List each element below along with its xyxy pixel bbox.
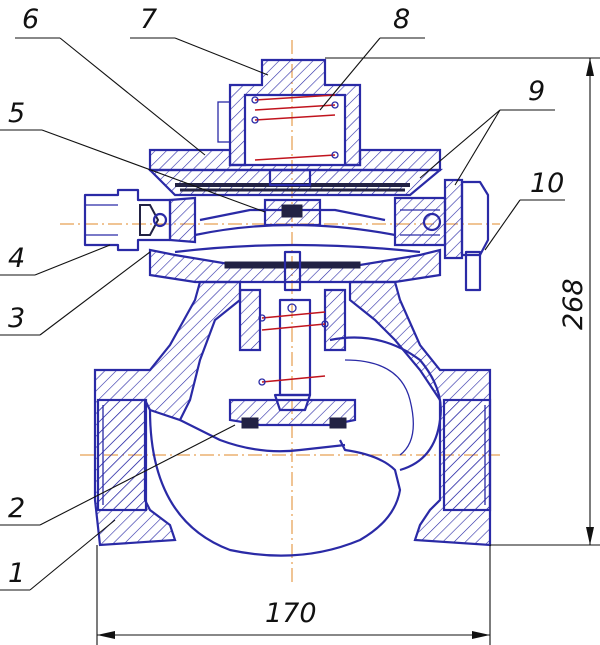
label-7: 7 <box>140 4 157 35</box>
leader-lines <box>0 37 565 591</box>
label-9: 9 <box>528 76 545 107</box>
label-1: 1 <box>8 558 25 589</box>
stem-assembly <box>238 288 347 397</box>
label-2: 2 <box>8 493 25 524</box>
dimension-height-label: 268 <box>558 278 589 330</box>
label-3: 3 <box>8 303 25 334</box>
label-8: 8 <box>393 4 410 35</box>
label-5: 5 <box>8 98 25 129</box>
spring-cap <box>217 58 362 187</box>
outlet-fitting <box>393 178 490 292</box>
diaphragm-plate <box>194 198 396 237</box>
diaphragm-housing-lower <box>148 243 442 292</box>
inlet-fitting <box>83 188 197 252</box>
valve-plug <box>228 393 357 429</box>
label-4: 4 <box>8 243 25 274</box>
valve-body <box>93 280 492 557</box>
label-10: 10 <box>530 168 564 199</box>
dimension-width-label: 170 <box>265 598 317 629</box>
dimension-width <box>96 545 491 645</box>
label-6: 6 <box>22 4 39 35</box>
dimension-height <box>325 57 600 546</box>
